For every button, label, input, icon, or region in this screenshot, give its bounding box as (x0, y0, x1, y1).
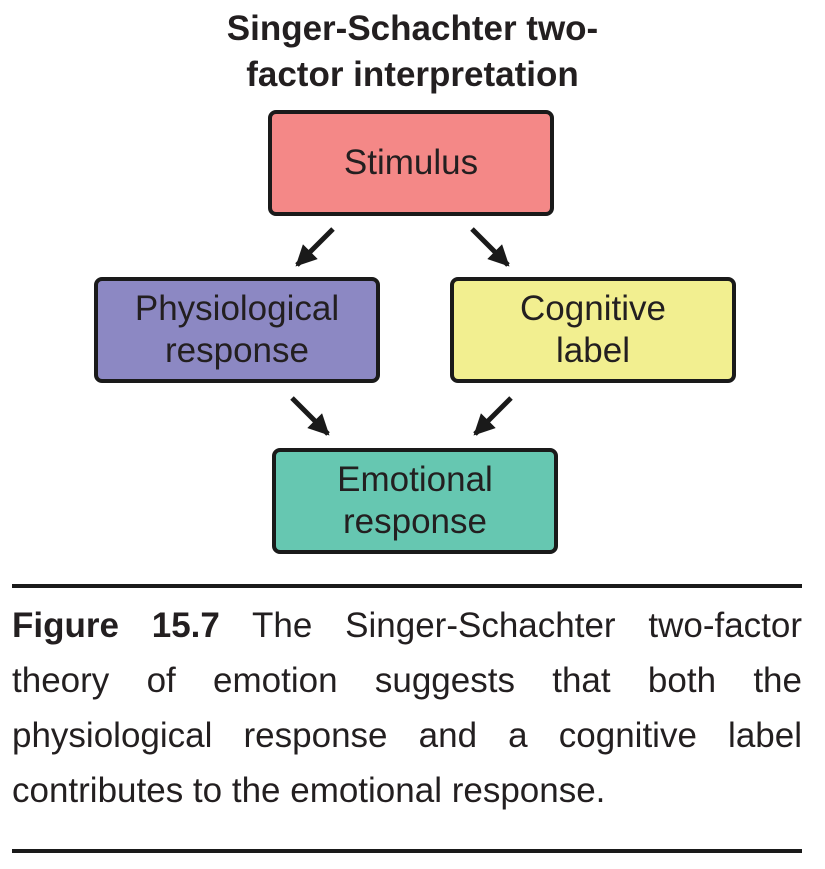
title-line-2: factor interpretation (246, 55, 579, 94)
stimulus-label: Stimulus (343, 143, 479, 182)
physiological-label-line-2: response (165, 331, 309, 370)
cognitive-label-line-2: label (556, 331, 630, 370)
emotional-label-line-1: Emotional (337, 460, 493, 499)
cognitive-label-node: Cognitive label (450, 277, 736, 383)
caption-top-rule (12, 584, 802, 588)
emotional-response-node: Emotional response (272, 448, 558, 554)
cognitive-label-line-1: Cognitive (520, 289, 666, 328)
arrow-cognitive-to-emotional (473, 396, 513, 436)
emotional-label-line-2: response (343, 502, 487, 541)
caption-bottom-rule (12, 849, 802, 853)
diagram-title: Singer-Schachter two- factor interpretat… (160, 6, 665, 98)
title-line-1: Singer-Schachter two- (226, 9, 599, 48)
arrow-physiological-to-emotional (290, 396, 330, 436)
arrow-stimulus-to-cognitive (470, 227, 510, 267)
stimulus-node: Stimulus (268, 110, 554, 216)
figure-number: Figure 15.7 (12, 606, 220, 645)
figure-caption: Figure 15.7 The Singer-Schachter two-fac… (12, 598, 802, 818)
arrow-stimulus-to-physiological (295, 227, 335, 267)
caption-text: The Singer-Schachter two-factor theory o… (12, 606, 803, 810)
physiological-label-line-1: Physiological (134, 289, 340, 328)
physiological-response-node: Physiological response (94, 277, 380, 383)
